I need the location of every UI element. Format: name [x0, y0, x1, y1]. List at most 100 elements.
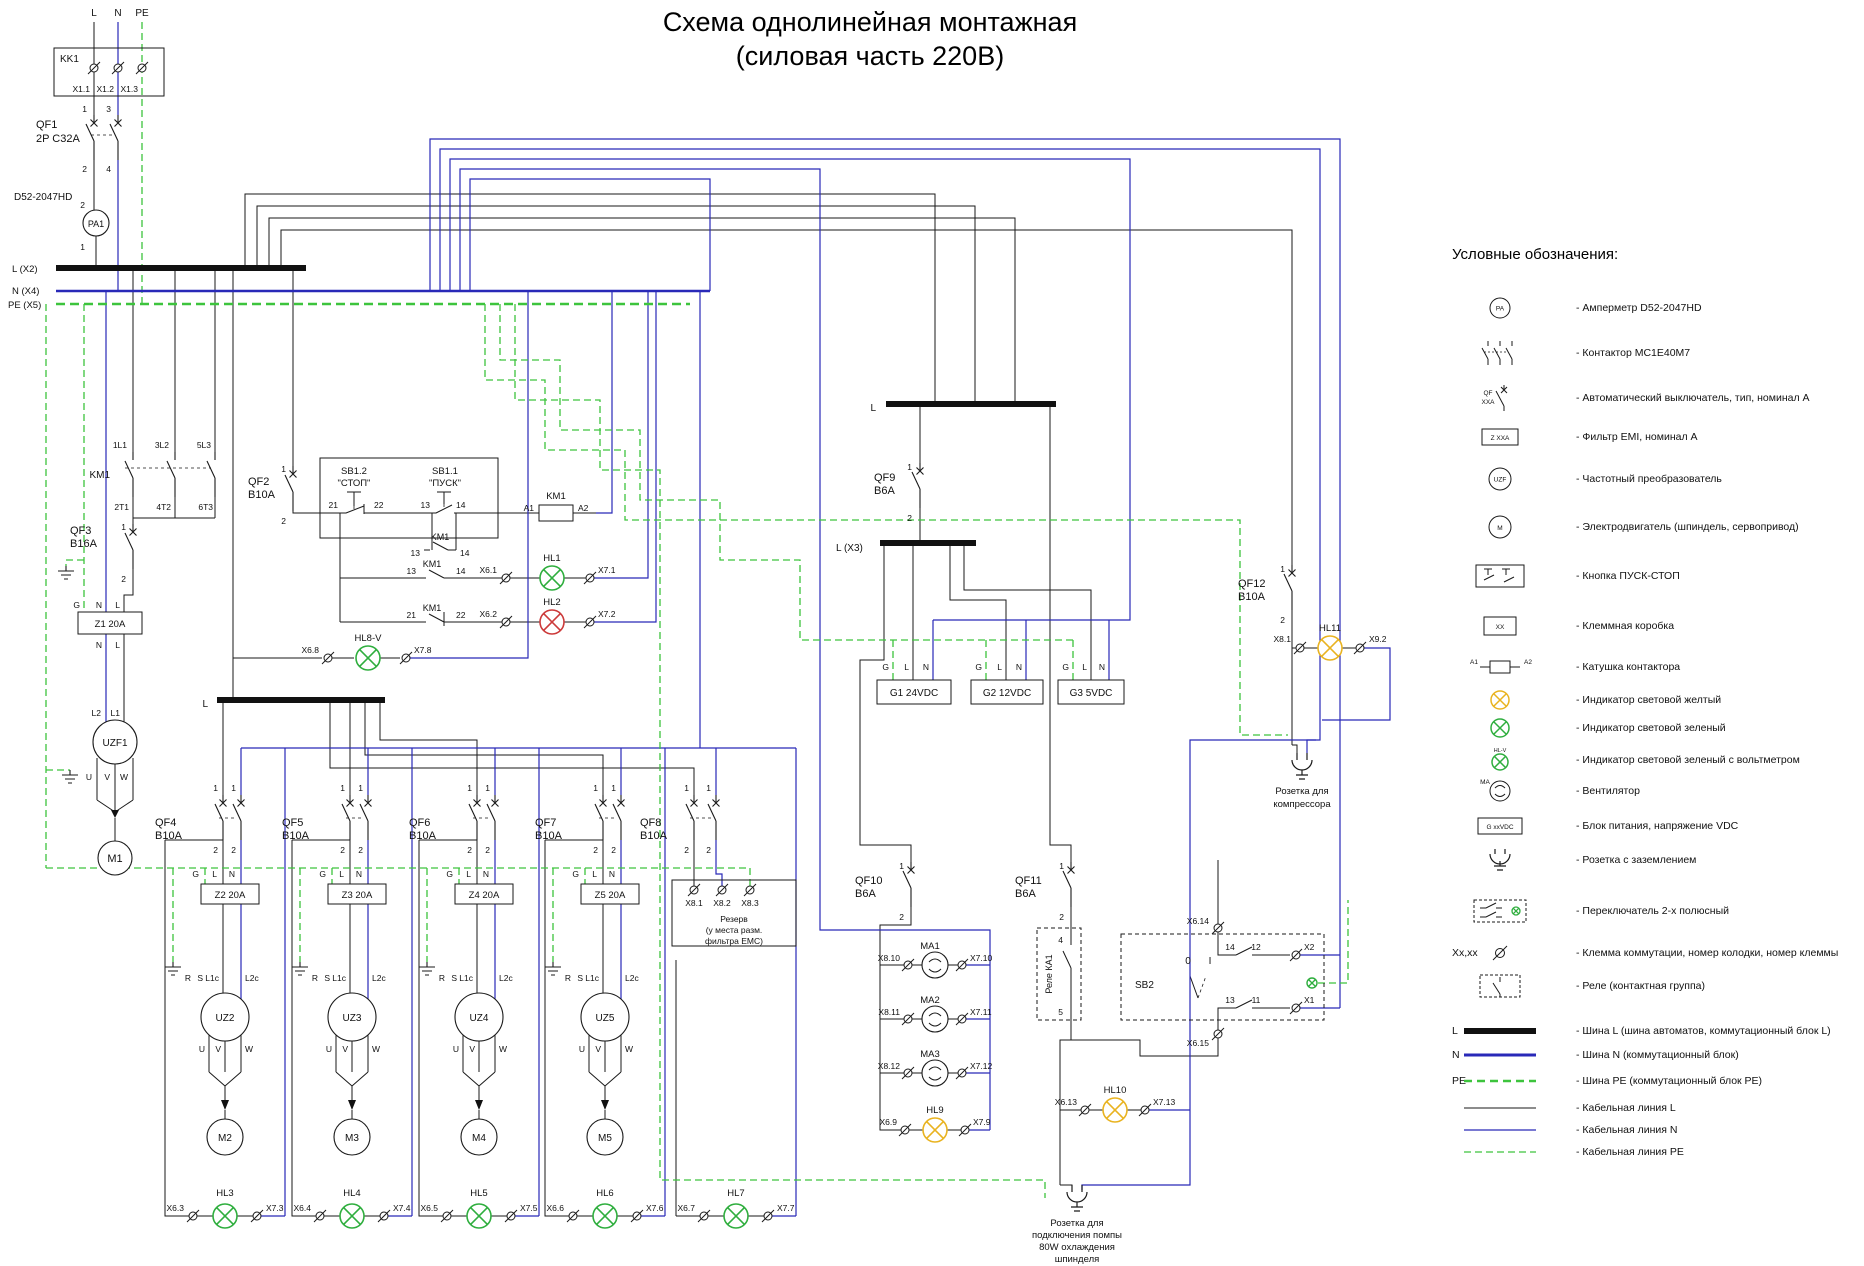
- svg-text:1: 1: [281, 464, 286, 474]
- svg-text:X7.2: X7.2: [598, 609, 616, 619]
- svg-text:G: G: [192, 869, 199, 879]
- uzf1-name: UZF1: [103, 738, 128, 749]
- branch-qf4: [164, 794, 264, 1229]
- svg-text:2: 2: [467, 845, 472, 855]
- hl2-name: HL2: [543, 597, 560, 608]
- svg-text:2: 2: [706, 845, 711, 855]
- svg-text:0: 0: [1185, 956, 1191, 967]
- legend-item-motor: M - Электродвигатель (шпиндель, сервопри…: [1452, 512, 1799, 542]
- svg-text:L2c: L2c: [625, 973, 639, 983]
- svg-text:1: 1: [467, 783, 472, 793]
- svg-text:X7.9: X7.9: [973, 1117, 991, 1127]
- svg-text:фильтра ЕМС): фильтра ЕМС): [705, 936, 763, 946]
- legend-item-relay: - Реле (контактная группа): [1452, 971, 1705, 1001]
- hl1-lamp-green-icon: [539, 565, 565, 591]
- svg-text:HL11: HL11: [1319, 623, 1341, 634]
- legend-item-lamp-green: - Индикатор световой зеленый: [1452, 713, 1726, 743]
- incoming-n: N: [114, 8, 121, 19]
- svg-text:L: L: [904, 662, 909, 672]
- svg-text:2: 2: [1280, 615, 1285, 625]
- svg-text:Z5 20A: Z5 20A: [595, 890, 626, 901]
- svg-text:N: N: [609, 869, 615, 879]
- bus-l-x2: [56, 265, 306, 271]
- km1-contactor: [124, 451, 216, 498]
- svg-text:5: 5: [1058, 1007, 1063, 1017]
- svg-text:L1: L1: [111, 708, 121, 718]
- svg-text:X6.14: X6.14: [1187, 916, 1209, 926]
- legend-item-start-stop-button: - Кнопка ПУСК-СТОП: [1452, 561, 1680, 591]
- svg-text:2: 2: [213, 845, 218, 855]
- svg-text:B10A: B10A: [409, 830, 437, 842]
- svg-text:S: S: [577, 973, 583, 983]
- svg-text:S: S: [324, 973, 330, 983]
- svg-text:4: 4: [106, 164, 111, 174]
- svg-text:SB1.2: SB1.2: [341, 466, 367, 477]
- bus-pe-label: PE (X5): [8, 300, 41, 311]
- svg-text:X6.8: X6.8: [302, 645, 320, 655]
- svg-text:X7.5: X7.5: [520, 1203, 538, 1213]
- svg-text:L1c: L1c: [205, 973, 219, 983]
- svg-text:UZ3: UZ3: [343, 1013, 362, 1024]
- svg-text:Розетка для: Розетка для: [1275, 786, 1328, 797]
- svg-text:X6.7: X6.7: [678, 1203, 696, 1213]
- svg-text:HL3: HL3: [216, 1188, 233, 1199]
- qf12-breaker: [1283, 564, 1297, 611]
- legend-item-lamp-green-voltmeter: HL-V - Индикатор световой зеленый с воль…: [1452, 745, 1800, 775]
- svg-text:R: R: [439, 973, 445, 983]
- svg-text:Z3 20A: Z3 20A: [342, 890, 373, 901]
- qf9-breaker: [911, 462, 925, 509]
- kk1-label: KK1: [60, 54, 79, 65]
- svg-text:X7.12: X7.12: [970, 1061, 992, 1071]
- svg-text:M5: M5: [598, 1133, 612, 1144]
- svg-text:21: 21: [407, 610, 417, 620]
- svg-text:M2: M2: [218, 1133, 232, 1144]
- svg-text:SB1.1: SB1.1: [432, 466, 458, 477]
- svg-text:B10A: B10A: [282, 830, 310, 842]
- svg-text:QF: QF: [1483, 390, 1492, 397]
- psu-g1-label: G1 24VDC: [890, 688, 938, 699]
- legend-item-cable-l: - Кабельная линия L: [1464, 1102, 1676, 1114]
- svg-text:X6.6: X6.6: [547, 1203, 565, 1213]
- svg-text:B10A: B10A: [535, 830, 563, 842]
- svg-text:Z2 20A: Z2 20A: [215, 890, 246, 901]
- svg-text:V: V: [469, 1044, 475, 1054]
- svg-text:X6.5: X6.5: [421, 1203, 439, 1213]
- svg-text:22: 22: [456, 610, 466, 620]
- legend-item-vfd: UZF - Частотный преобразователь: [1452, 464, 1722, 494]
- svg-text:X8.2: X8.2: [713, 898, 731, 908]
- svg-text:HL10: HL10: [1104, 1085, 1127, 1096]
- svg-text:2: 2: [121, 574, 126, 584]
- svg-text:X2: X2: [1304, 942, 1315, 952]
- svg-text:компрессора: компрессора: [1273, 799, 1331, 810]
- legend-item-emi-filter: Z XXA - Фильтр EMI, номинал А: [1452, 422, 1698, 452]
- svg-text:1: 1: [340, 783, 345, 793]
- bus-l-right-label: L: [870, 403, 876, 414]
- svg-text:V: V: [595, 1044, 601, 1054]
- ground-icon: [61, 769, 79, 784]
- legend-item-cable-n: - Кабельная линия N: [1464, 1124, 1678, 1136]
- svg-text:L: L: [212, 869, 217, 879]
- sb2-switch-box: [1120, 933, 1325, 1021]
- qf11-breaker: [1062, 861, 1076, 908]
- svg-text:L1c: L1c: [585, 973, 599, 983]
- svg-text:N: N: [923, 662, 929, 672]
- svg-text:B6A: B6A: [855, 888, 876, 900]
- svg-text:3: 3: [106, 104, 111, 114]
- svg-text:QF7: QF7: [535, 817, 556, 829]
- qf2-rating: B10A: [248, 489, 276, 501]
- qf1-breaker: [85, 114, 123, 161]
- svg-text:KM1: KM1: [423, 603, 442, 613]
- qf2-name: QF2: [248, 476, 269, 488]
- svg-text:2: 2: [1059, 912, 1064, 922]
- svg-text:5L3: 5L3: [197, 440, 211, 450]
- svg-text:X6.2: X6.2: [480, 609, 498, 619]
- svg-text:подключения помпы: подключения помпы: [1032, 1230, 1122, 1241]
- svg-text:L: L: [115, 640, 120, 650]
- legend-item-fan: MA - Вентилятор: [1452, 776, 1640, 806]
- svg-text:G: G: [572, 869, 579, 879]
- svg-text:X9.2: X9.2: [1369, 634, 1387, 644]
- svg-text:2: 2: [907, 513, 912, 523]
- hl1-name: HL1: [543, 553, 560, 564]
